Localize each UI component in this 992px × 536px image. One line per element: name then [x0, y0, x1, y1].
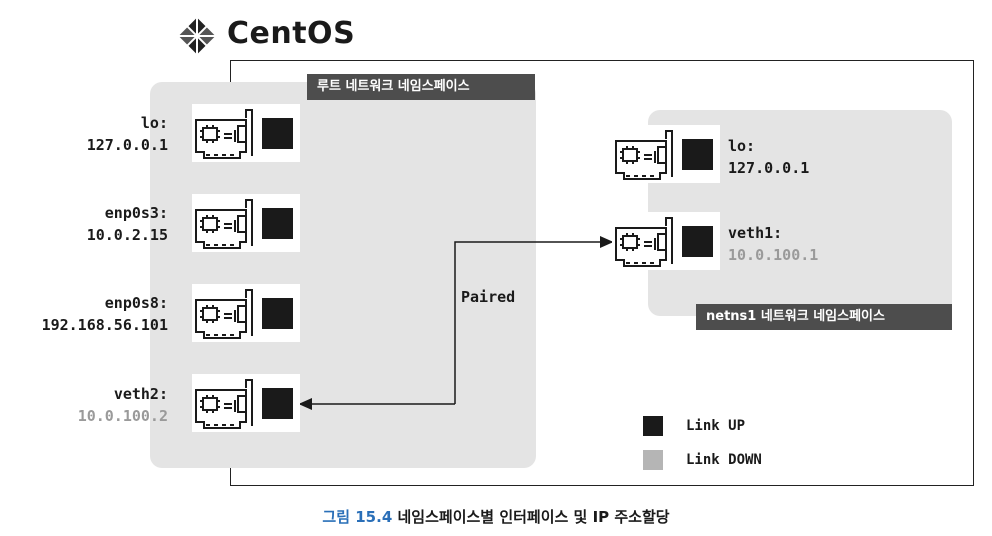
netns1-if-veth1-label: veth1: 10.0.100.1: [728, 222, 928, 266]
root-nic-enp0s3: [192, 194, 300, 252]
network-card-icon: [195, 289, 253, 339]
if-ip: 10.0.2.15: [86, 226, 168, 244]
root-if-lo-label: lo: 127.0.0.1: [0, 112, 168, 156]
if-name: enp0s8:: [104, 294, 168, 312]
link-up-indicator: [262, 208, 293, 239]
centos-emblem-icon: [178, 17, 216, 55]
network-card-icon: [615, 217, 673, 267]
link-up-indicator: [682, 139, 713, 170]
root-if-veth2-label: veth2: 10.0.100.2: [0, 383, 168, 427]
legend-link-down-label: Link DOWN: [686, 452, 762, 468]
root-nic-lo: [192, 104, 300, 162]
if-ip: 127.0.0.1: [728, 159, 810, 177]
if-name: lo:: [728, 137, 756, 155]
if-name: veth1:: [728, 224, 783, 242]
legend-link-down-swatch: [643, 450, 663, 470]
link-up-indicator: [682, 226, 713, 257]
link-up-indicator: [262, 298, 293, 329]
legend-link-up-swatch: [643, 416, 663, 436]
root-namespace-label: 루트 네트워크 네임스페이스: [307, 74, 535, 100]
figure-caption: 그림 15.4 네임스페이스별 인터페이스 및 IP 주소할당: [0, 506, 992, 527]
if-name: enp0s3:: [104, 204, 168, 222]
link-up-indicator: [262, 118, 293, 149]
network-card-icon: [615, 130, 673, 180]
network-card-icon: [195, 199, 253, 249]
netns1-nic-veth1: [612, 212, 720, 270]
network-card-icon: [195, 379, 253, 429]
network-card-icon: [195, 109, 253, 159]
if-ip: 10.0.100.2: [77, 407, 168, 425]
figure-number: 그림 15.4: [322, 508, 393, 526]
netns1-nic-lo: [612, 125, 720, 183]
root-nic-veth2: [192, 374, 300, 432]
legend-link-up-label: Link UP: [686, 418, 746, 434]
paired-label: Paired: [461, 288, 516, 306]
link-up-indicator: [262, 388, 293, 419]
if-name: veth2:: [113, 385, 168, 403]
netns1-if-lo-label: lo: 127.0.0.1: [728, 135, 928, 179]
netns1-namespace-label: netns1 네트워크 네임스페이스: [696, 304, 952, 330]
if-ip: 127.0.0.1: [86, 136, 168, 154]
root-if-enp0s8-label: enp0s8: 192.168.56.101: [0, 292, 168, 336]
if-name: lo:: [140, 114, 168, 132]
figure-caption-text: 네임스페이스별 인터페이스 및 IP 주소할당: [397, 508, 670, 526]
centos-logo: CentOS: [175, 14, 365, 58]
if-ip: 192.168.56.101: [41, 316, 168, 334]
root-if-enp0s3-label: enp0s3: 10.0.2.15: [0, 202, 168, 246]
if-ip: 10.0.100.1: [728, 246, 819, 264]
logo-text: CentOS: [227, 16, 356, 51]
root-nic-enp0s8: [192, 284, 300, 342]
